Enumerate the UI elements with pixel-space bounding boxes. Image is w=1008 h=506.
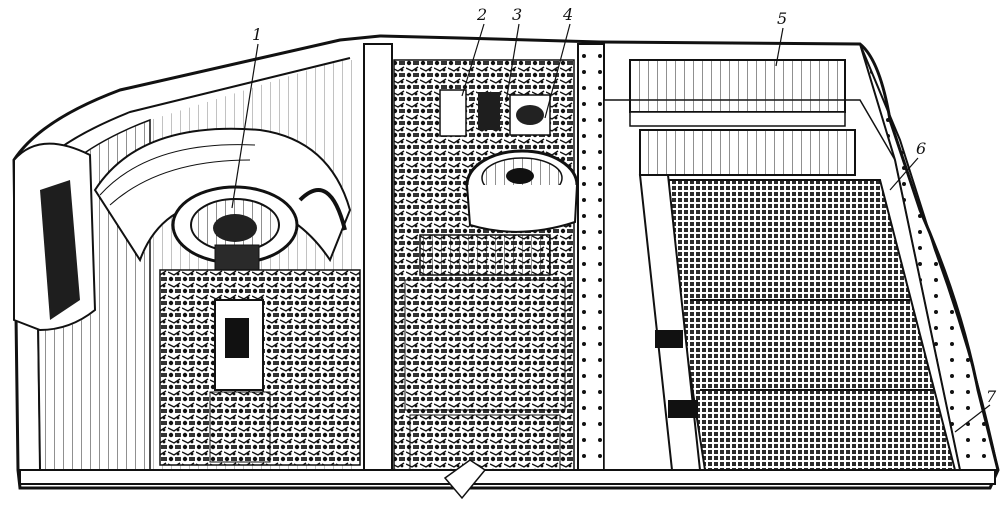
right-side-panel: [859, 43, 1000, 471]
bottom-rail: [19, 459, 996, 500]
callout-6: 6: [916, 139, 926, 158]
middle-engine-bay: [393, 59, 575, 481]
callout-5: 5: [777, 9, 787, 28]
callout-7: 7: [986, 387, 997, 406]
callout-4: 4: [562, 5, 573, 24]
radiator-grille-top: [629, 59, 856, 176]
left-machinery-cluster: [159, 188, 361, 466]
partition-beam-right: [577, 43, 605, 485]
partition-beam-left: [363, 43, 393, 485]
callout-labels: 1 2 3 4 5 6 7: [252, 5, 997, 406]
leader-lines: [231, 23, 991, 433]
air-cleaner: [465, 149, 579, 233]
upper-fittings: [439, 89, 551, 137]
callout-1: 1: [252, 25, 262, 44]
callout-3: 3: [512, 5, 522, 24]
exhaust-pipe: [638, 174, 702, 471]
left-cover-flap: [13, 142, 97, 332]
callout-2: 2: [476, 5, 487, 24]
